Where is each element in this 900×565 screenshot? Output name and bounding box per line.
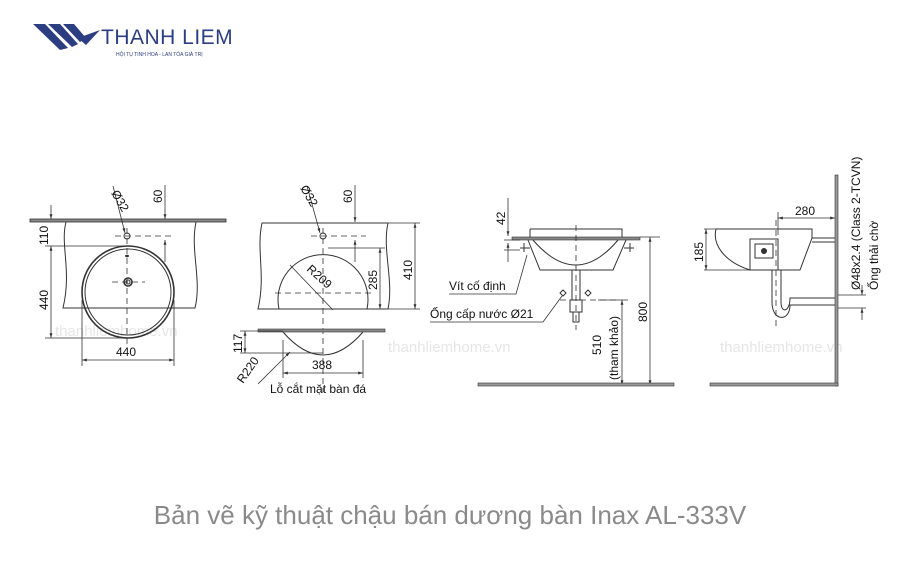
radius-dim: R209 (304, 262, 335, 292)
cut-label: Lỗ cắt mặt bàn đá (270, 381, 366, 396)
dim-440-vertical: 440 (37, 290, 51, 310)
side-view: 280 185 Ø48x2.4 (Class 2-TCVN) Ống thải … (692, 157, 881, 387)
drain-pipe-label: Ống thải chờ (866, 221, 881, 290)
logo-brand: THANH LIEM (101, 26, 234, 49)
top-view: Ø32 60 110 440 440 (29, 185, 227, 366)
dim-42: 42 (494, 211, 508, 225)
offset-dim: 60 (151, 189, 165, 203)
dim-185: 185 (692, 242, 706, 262)
dim-440-horizontal: 440 (116, 345, 136, 359)
dim-280: 280 (795, 204, 815, 218)
watermark: thanhliemhome.vn (55, 323, 178, 340)
dim-510: 510 (590, 335, 604, 355)
screw-label: Vít cố định (449, 279, 506, 293)
caption: Bản vẽ kỹ thuật chậu bán dương bàn Inax … (153, 500, 747, 530)
watermark: thanhliemhome.vn (388, 339, 511, 356)
dim-510-note: (tham khảo) (607, 316, 621, 380)
radius-cut-dim: R220 (234, 354, 262, 386)
logo-tagline: HỘI TỤ TINH HOA - LAN TỎA GIÁ TRỊ (116, 52, 203, 58)
supply-pipe-label: Ống cấp nước Ø21 (430, 306, 534, 321)
cutout-view: Ø32 60 R209 285 410 117 R220 388 Lỗ cắt … (231, 183, 420, 396)
dim-800: 800 (636, 302, 650, 322)
hole-dim: Ø32 (108, 188, 132, 215)
pipe-spec: Ø48x2.4 (Class 2-TCVN) (849, 157, 863, 290)
logo-icon (33, 24, 100, 50)
dim-117: 117 (231, 334, 245, 353)
watermark: thanhliemhome.vn (720, 339, 843, 356)
dim-388: 388 (312, 358, 332, 372)
front-view: 42 Vít cố định Ống cấp nước Ø21 510 (tha… (430, 198, 675, 387)
dim-285: 285 (366, 270, 380, 290)
dim-410: 410 (401, 260, 415, 280)
hole-dim: Ø32 (297, 183, 321, 210)
offset-dim: 60 (341, 189, 355, 203)
dim-110: 110 (37, 226, 51, 245)
